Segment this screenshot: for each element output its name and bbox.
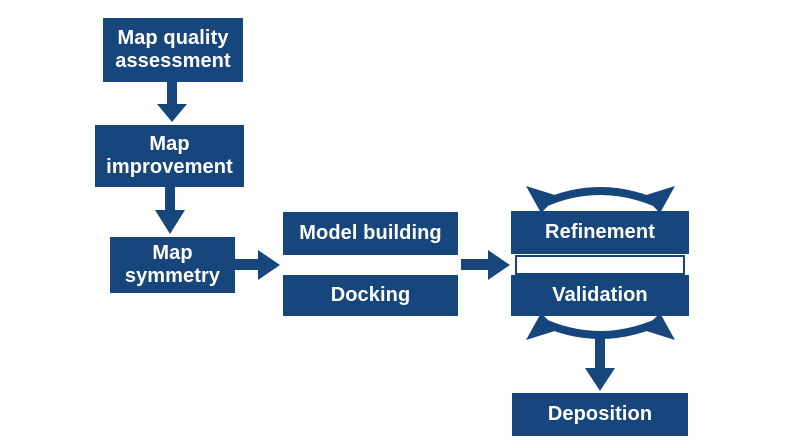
node-model-building[interactable]: Model building (283, 212, 458, 255)
node-label: Docking (330, 284, 411, 306)
node-label: Map quality assessment (115, 27, 231, 72)
arrow-model-docking-to-refinement-validation (461, 250, 510, 280)
node-label: Model building (299, 222, 442, 244)
node-refinement[interactable]: Refinement (511, 211, 689, 254)
node-label: Refinement (545, 221, 655, 243)
arc-refinement-validation-bottom (526, 313, 675, 340)
node-docking[interactable]: Docking (283, 275, 458, 316)
arrow-map-symmetry-to-model-docking (235, 250, 280, 280)
node-validation[interactable]: Validation (511, 275, 689, 316)
arc-refinement-validation-top (526, 186, 675, 213)
node-map-quality-assessment[interactable]: Map quality assessment (103, 18, 243, 82)
refinement-validation-separator (515, 255, 685, 275)
arrow-map-improvement-to-map-symmetry (155, 187, 185, 234)
node-label: Validation (552, 284, 648, 306)
arrow-map-quality-to-map-improvement (157, 82, 187, 122)
node-label: Map symmetry (124, 242, 221, 287)
arrow-cycle-to-deposition (585, 336, 615, 391)
node-map-improvement[interactable]: Map improvement (95, 125, 244, 187)
node-label: Deposition (547, 403, 653, 425)
node-map-symmetry[interactable]: Map symmetry (110, 237, 235, 293)
node-deposition[interactable]: Deposition (512, 393, 688, 436)
node-label: Map improvement (106, 133, 233, 178)
